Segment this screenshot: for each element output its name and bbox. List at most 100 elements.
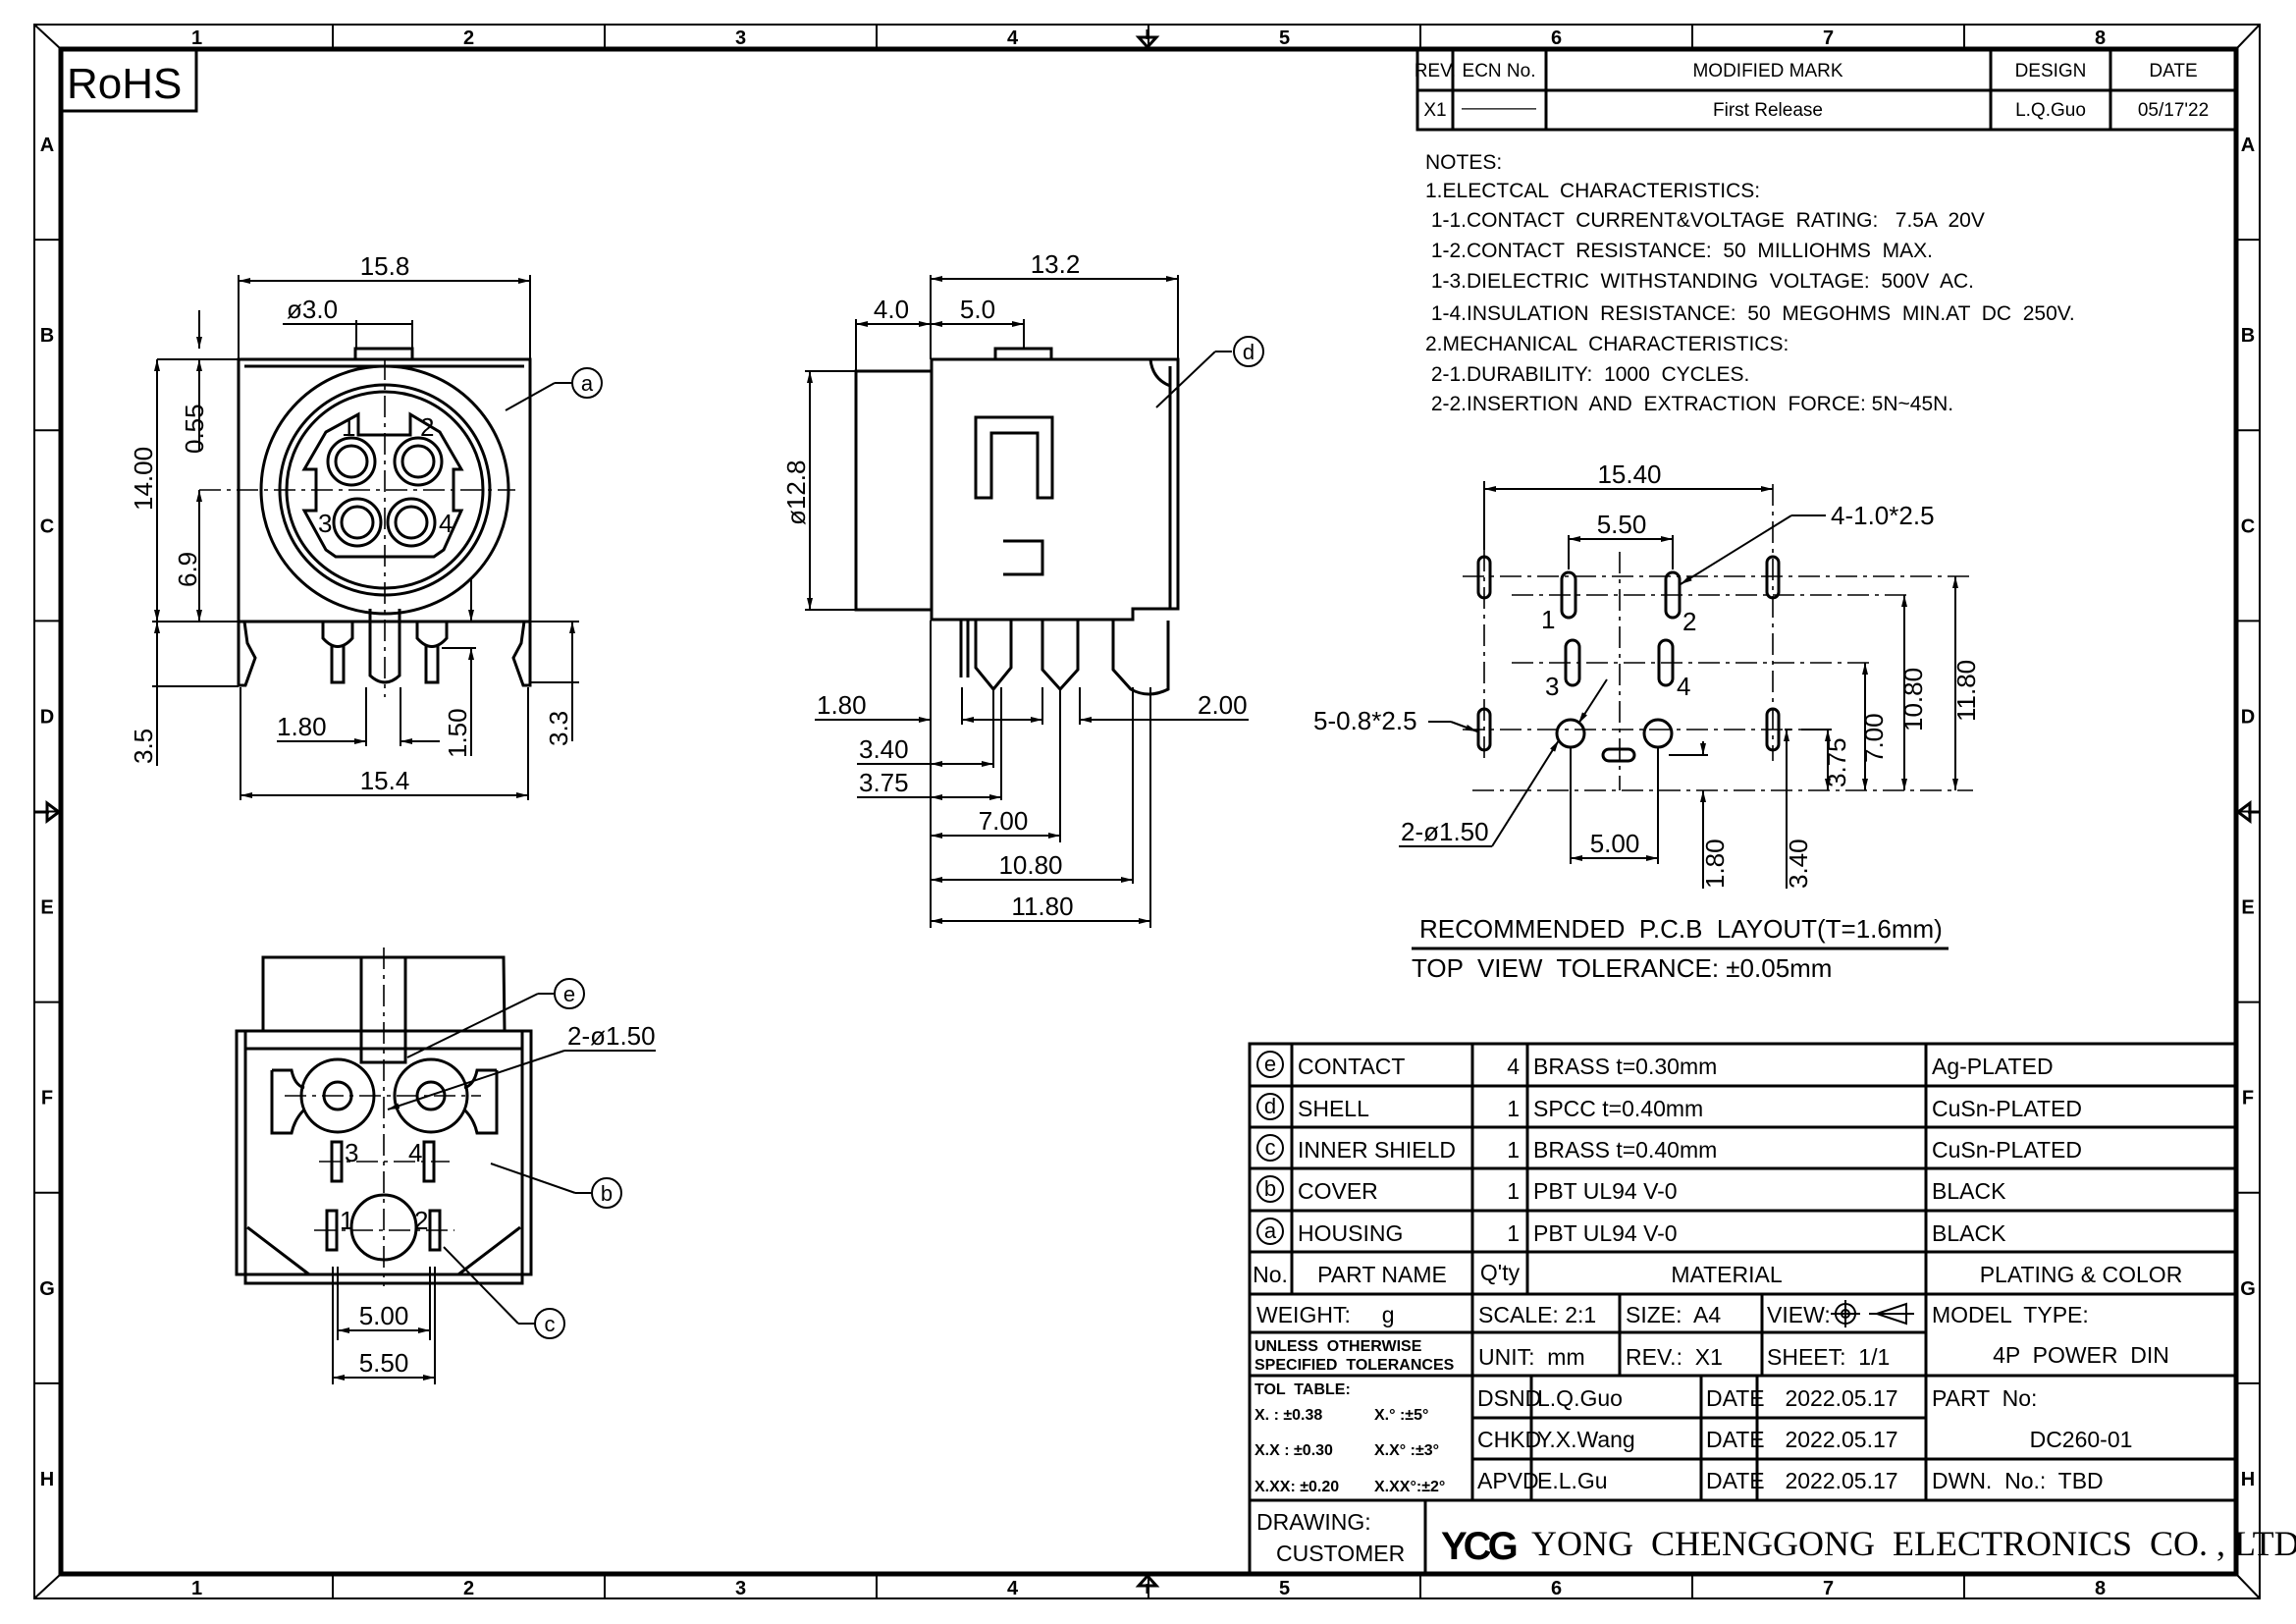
bom-no: d (1264, 1094, 1276, 1118)
note-line: 1-1.CONTACT CURRENT&VOLTAGE RATING: 7.5A… (1425, 209, 1985, 232)
balloon-label: c (545, 1312, 556, 1336)
rev-value: X1 (1423, 100, 1446, 121)
signoff-role: CHKD (1477, 1427, 1541, 1452)
center-mark-top-icon (1135, 29, 1160, 50)
zone-row-label: C (40, 515, 54, 537)
pin (321, 622, 354, 684)
dim-width: 15.40 (1597, 460, 1661, 489)
part-balloon (1256, 1175, 1284, 1203)
center-mark-right-icon (2235, 800, 2259, 824)
din-barrel (854, 369, 934, 612)
front-view: 1 2 3 4 15.8 ø3.0 0.55 14.00 6.9 3.5 1.8… (129, 251, 603, 800)
note-line: 2-2.INSERTION AND EXTRACTION FORCE: 5N~4… (1425, 393, 1953, 415)
tol-angular: X.X° :±3° (1374, 1442, 1439, 1459)
pin-number: 4 (408, 1138, 422, 1167)
dim-height: 14.00 (129, 447, 158, 511)
zone-column-label: 8 (2095, 1578, 2106, 1599)
pin-number: 4 (1677, 672, 1690, 701)
center-post (368, 609, 401, 684)
zone-row-label: H (2241, 1469, 2255, 1490)
side-view: 13.2 4.0 5.0 ø12.8 1.80 2.00 3.40 3.75 7… (781, 249, 1264, 928)
bom-qty: 1 (1507, 1220, 1520, 1246)
bom-part-name: SHELL (1298, 1096, 1369, 1121)
top-peg (353, 347, 414, 361)
note-line: 1-2.CONTACT RESISTANCE: 50 MILLIOHMS MAX… (1425, 240, 1933, 262)
size-field: SIZE: A4 (1626, 1302, 1721, 1327)
zone-column-label: 6 (1551, 1578, 1562, 1599)
rohs-label: RoHS (67, 60, 182, 108)
view-field: VIEW: (1767, 1302, 1831, 1327)
model-type-label: MODEL TYPE: (1932, 1302, 2089, 1327)
bom-qty: 4 (1507, 1054, 1520, 1079)
bom-material: PBT UL94 V-0 (1533, 1220, 1678, 1246)
zone-row-label: H (40, 1469, 54, 1490)
note-line: 1.ELECTCAL CHARACTERISTICS: (1425, 180, 1760, 202)
tolerance-note-line2: SPECIFIED TOLERANCES (1255, 1357, 1455, 1374)
balloon-label: b (601, 1181, 613, 1206)
scale-field: SCALE: 2:1 (1478, 1302, 1596, 1327)
signoff-role: DSND (1477, 1385, 1541, 1411)
bom-header-no: No. (1253, 1262, 1288, 1287)
bom-no: b (1264, 1176, 1276, 1201)
bom-material: BRASS t=0.30mm (1533, 1054, 1717, 1079)
zone-column-label: 6 (1551, 27, 1562, 49)
part-no-label: PART No: (1932, 1385, 2037, 1411)
zone-row-label: A (2241, 135, 2255, 156)
dim-depth: 13.2 (1031, 249, 1081, 279)
dim-pitch-inner: 5.00 (359, 1301, 409, 1330)
company-logo: YCG (1441, 1525, 1521, 1568)
pin-number: 1 (342, 412, 355, 442)
balloon-d (1233, 336, 1264, 367)
signoff-date: 2022.05.17 (1785, 1427, 1897, 1452)
bom-qty: 1 (1507, 1096, 1520, 1121)
balloon-b (591, 1177, 622, 1209)
bom-no: a (1264, 1218, 1277, 1243)
dim-hole: 2-ø1.50 (567, 1021, 656, 1051)
bom-header-plating: PLATING & COLOR (1980, 1262, 2183, 1287)
zone-column-label: 3 (735, 27, 746, 49)
drawing-number: DWN. No.: TBD (1932, 1468, 2104, 1493)
shield-tab (511, 621, 532, 687)
weight-field: WEIGHT: g (1256, 1302, 1395, 1327)
drawing-value: CUSTOMER (1276, 1541, 1405, 1566)
dim-d6: 10.80 (998, 850, 1062, 880)
revision-table: REV. ECN No. MODIFIED MARK DESIGN DATE X… (1415, 47, 2238, 132)
title-block: WEIGHT: g SCALE: 2:1 SIZE: A4 VIEW: MODE… (1248, 1292, 2296, 1576)
tol-linear: X.X : ±0.30 (1255, 1442, 1333, 1459)
corner-tr (2235, 24, 2261, 50)
design-header: DESIGN (2015, 61, 2087, 81)
rev-header: REV. (1415, 61, 1457, 81)
signoff-date-label: DATE (1706, 1385, 1765, 1411)
signoff-date: 2022.05.17 (1785, 1385, 1897, 1411)
signoff-name: E.L.Gu (1537, 1468, 1608, 1493)
dim-h6: 11.80 (1951, 660, 1981, 722)
tol-linear: X.XX: ±0.20 (1255, 1479, 1339, 1495)
bom-material: BRASS t=0.40mm (1533, 1137, 1717, 1163)
pin-number: 3 (345, 1138, 358, 1167)
balloon-c (534, 1308, 565, 1339)
notes-title: NOTES: (1425, 151, 1502, 174)
zone-column-label: 2 (463, 27, 474, 49)
dim-d2: 2.00 (1198, 690, 1248, 720)
signoff-name: L.Q.Guo (1537, 1385, 1623, 1411)
bom-part-name: HOUSING (1298, 1220, 1403, 1246)
model-type-value: 4P POWER DIN (1993, 1342, 2169, 1368)
bom-plating: Ag-PLATED (1932, 1054, 2054, 1079)
zone-row-label: G (39, 1278, 55, 1300)
dim-tab-length: 3.3 (544, 711, 573, 746)
corner-tl (33, 24, 62, 50)
rev-field: REV.: X1 (1626, 1344, 1723, 1370)
dim-peg-dia: ø3.0 (287, 295, 338, 324)
zone-row-label: A (40, 135, 54, 156)
corner-bl (33, 1573, 62, 1599)
bom-header-qty: Q'ty (1480, 1260, 1521, 1285)
dim-pin-short: 1.50 (443, 708, 472, 758)
zone-column-label: 7 (1823, 27, 1834, 49)
zone-column-label: 5 (1279, 27, 1290, 49)
